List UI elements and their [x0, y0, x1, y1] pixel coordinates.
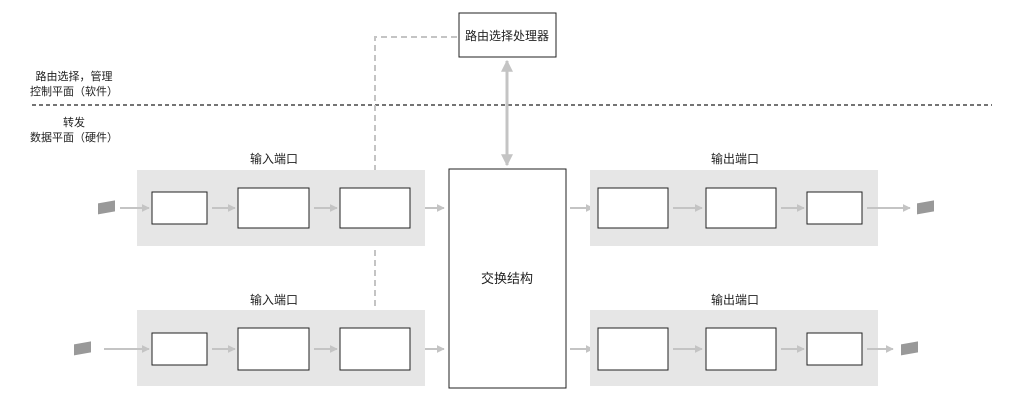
output-stage-box: [705, 187, 777, 229]
routing-processor: 路由选择处理器: [458, 12, 557, 58]
output-stage-box: [597, 187, 669, 229]
input-port-label: 输入端口: [250, 292, 298, 307]
control-dashed-path: [371, 36, 457, 184]
input-stage-box: [339, 187, 411, 229]
input-stage-box: [339, 327, 411, 371]
input-stage-box: [151, 332, 208, 366]
switch-fabric-label: 交换结构: [481, 271, 533, 287]
output-stage-box: [806, 191, 863, 225]
output-stage-box: [705, 327, 777, 371]
input-port-label: 输入端口: [250, 151, 298, 166]
output-stage-box: [806, 332, 863, 366]
input-stage-box: [237, 187, 310, 229]
output-stage-box: [597, 327, 669, 371]
data-plane-label-line2: 数据平面（硬件）: [30, 130, 118, 144]
control-plane-label-line1: 路由选择，管理: [36, 69, 113, 83]
packet-icon: [901, 341, 918, 356]
routing-processor-label: 路由选择处理器: [465, 28, 549, 43]
input-stage-box: [151, 191, 208, 225]
output-port-label: 输出端口: [711, 292, 759, 307]
switch-fabric: 交换结构: [448, 168, 567, 389]
packet-icon: [917, 200, 934, 215]
packet-icon: [98, 200, 115, 215]
data-plane-label-line1: 转发: [63, 115, 85, 129]
packet-icon: [74, 341, 91, 356]
control-plane-label-line2: 控制平面（软件）: [30, 84, 118, 98]
output-port-label: 输出端口: [711, 151, 759, 166]
input-stage-box: [237, 327, 310, 371]
